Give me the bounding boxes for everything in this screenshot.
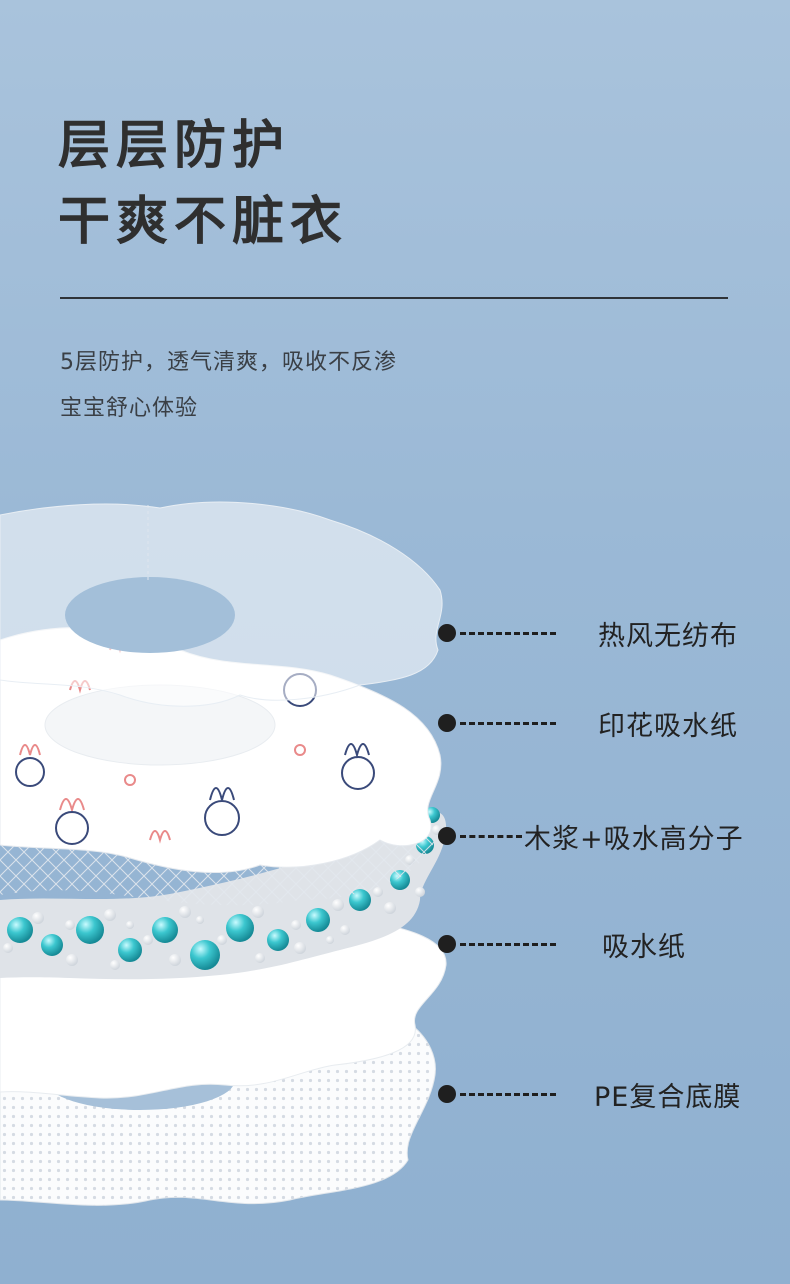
description-line-1: 5层防护，透气清爽，吸收不反渗 [60, 350, 397, 375]
sap-beads [7, 807, 440, 970]
callout-leader [460, 942, 556, 946]
headline-line-2: 干爽不脏衣 [58, 192, 349, 252]
layer-illustration [0, 501, 447, 1206]
label-printed-paper: 印花吸水纸 [598, 710, 738, 742]
pulp-balls [3, 825, 442, 970]
callout-leader [460, 1092, 556, 1096]
label-row-pe-film: PE复合底膜 [438, 1078, 741, 1113]
layer-non-woven [0, 501, 443, 707]
label-pulp-core: 木浆+吸水高分子 [524, 823, 744, 855]
label-non-woven: 热风无纺布 [598, 620, 738, 652]
headline-line-1: 层层防护 [58, 116, 291, 176]
label-row-pulp-core: 木浆+吸水高分子 [438, 820, 744, 855]
callout-leader [460, 721, 556, 725]
label-absorbent-paper: 吸水纸 [602, 931, 686, 963]
label-row-printed-paper: 印花吸水纸 [438, 707, 738, 742]
label-pe-film: PE复合底膜 [594, 1081, 742, 1113]
callout-leader [460, 631, 556, 635]
description-line-2: 宝宝舒心体验 [60, 396, 199, 421]
divider [60, 297, 728, 299]
label-row-absorbent-paper: 吸水纸 [438, 928, 686, 963]
label-row-non-woven: 热风无纺布 [438, 617, 738, 652]
description: 5层防护，透气清爽，吸收不反渗 宝宝舒心体验 [60, 340, 397, 432]
headline: 层层防护 干爽不脏衣 [58, 108, 348, 260]
